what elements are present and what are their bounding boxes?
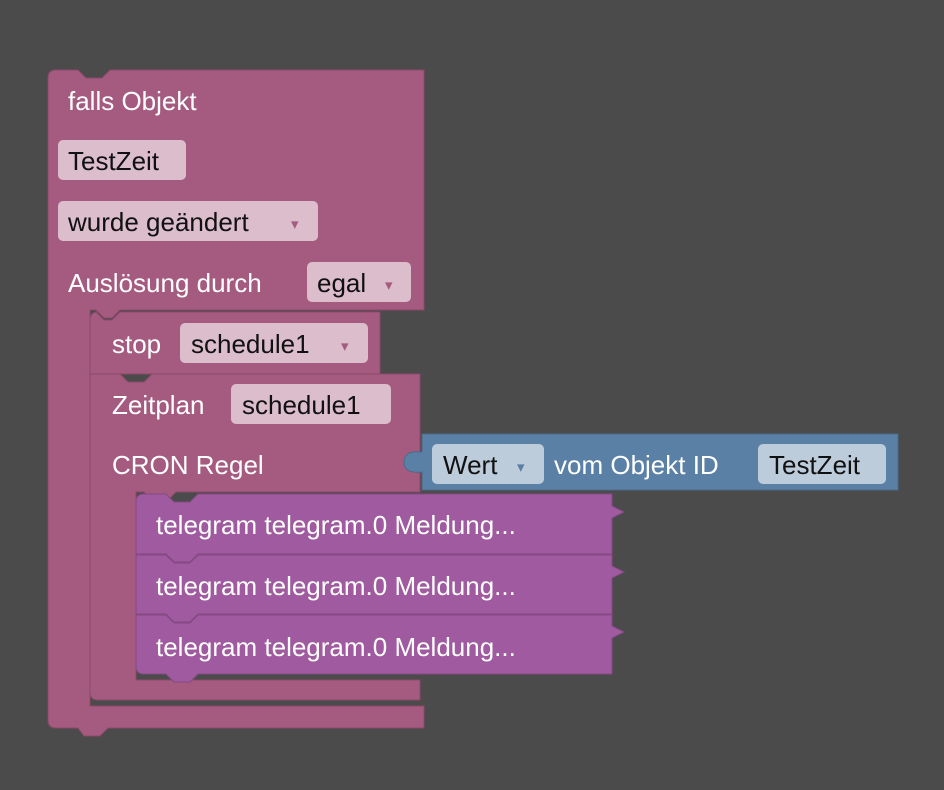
telegram-block-body[interactable]	[135, 614, 626, 683]
stop-schedule-dropdown-label: schedule1	[191, 329, 310, 359]
telegram-label: telegram telegram.0 Meldung...	[156, 510, 516, 540]
schedule-block-body[interactable]	[89, 373, 421, 701]
value-dropdown-label: Wert	[443, 450, 498, 480]
schedule-name-field[interactable]: schedule1	[231, 384, 391, 424]
schedule-label: Zeitplan	[112, 390, 205, 420]
telegram-block-body[interactable]	[135, 554, 626, 623]
value-object-field[interactable]: TestZeit	[758, 444, 886, 484]
value-object-field-label: TestZeit	[769, 450, 861, 480]
value-block-label: vom Objekt ID	[554, 450, 719, 480]
stop-label: stop	[112, 329, 161, 359]
trigger-block[interactable]: falls Objekt TestZeit wurde geändert ▾ A…	[47, 69, 425, 737]
telegram-block[interactable]: telegram telegram.0 Meldung...	[135, 554, 626, 623]
cron-label: CRON Regel	[112, 450, 264, 480]
chevron-down-icon: ▾	[341, 338, 349, 355]
condition-dropdown-label: wurde geändert	[67, 207, 249, 237]
telegram-block[interactable]: telegram telegram.0 Meldung...	[135, 614, 626, 683]
object-field[interactable]: TestZeit	[58, 140, 186, 180]
chevron-down-icon: ▾	[517, 459, 525, 476]
schedule-name-label: schedule1	[242, 390, 361, 420]
chevron-down-icon: ▾	[385, 277, 393, 294]
stop-schedule-block[interactable]: stop schedule1 ▾	[89, 311, 381, 375]
trigger-dropdown[interactable]: egal ▾	[307, 262, 411, 302]
telegram-block[interactable]: telegram telegram.0 Meldung...	[135, 493, 626, 563]
object-field-label: TestZeit	[68, 146, 160, 176]
condition-dropdown[interactable]: wurde geändert ▾	[58, 201, 318, 241]
stop-schedule-dropdown[interactable]: schedule1 ▾	[180, 323, 368, 363]
trigger-title: falls Objekt	[68, 86, 197, 116]
telegram-label: telegram telegram.0 Meldung...	[156, 571, 516, 601]
schedule-block[interactable]: Zeitplan schedule1 CRON Regel	[89, 373, 421, 701]
telegram-block-body[interactable]	[135, 493, 626, 563]
trigger-by-label: Auslösung durch	[68, 268, 262, 298]
value-dropdown[interactable]: Wert ▾	[432, 444, 544, 484]
chevron-down-icon: ▾	[291, 216, 299, 233]
value-block[interactable]: Wert ▾ vom Objekt ID TestZeit	[403, 433, 899, 491]
trigger-dropdown-label: egal	[317, 268, 366, 298]
telegram-label: telegram telegram.0 Meldung...	[156, 632, 516, 662]
